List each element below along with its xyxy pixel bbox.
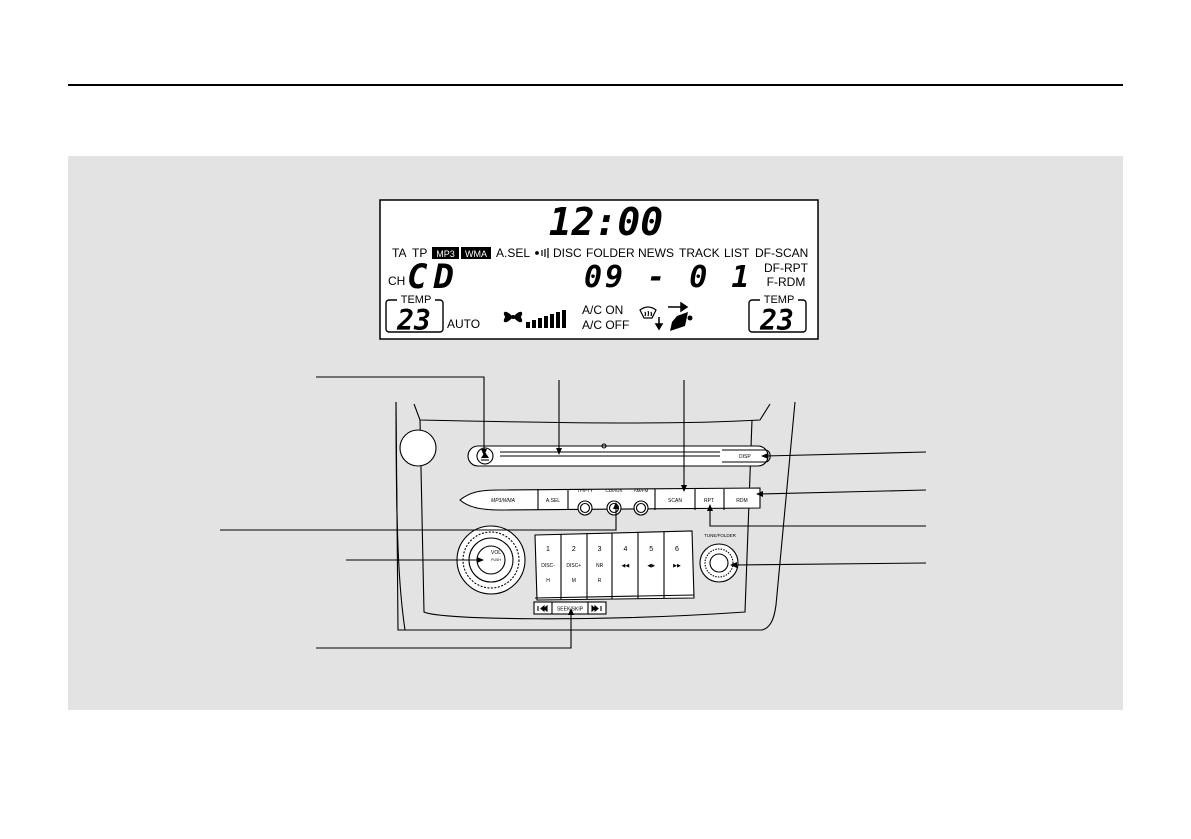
ch-label: CH bbox=[388, 274, 405, 288]
scan-button[interactable]: SCAN bbox=[668, 498, 682, 504]
ac-off-indicator: A/C OFF bbox=[582, 318, 629, 332]
indicator-list: LIST bbox=[724, 246, 750, 260]
preset-5-button[interactable]: 5 bbox=[649, 546, 653, 553]
preset-2-button[interactable]: 2 bbox=[572, 546, 576, 553]
am-fm-label: AM/FM bbox=[634, 488, 649, 493]
header-rule bbox=[68, 84, 1123, 86]
preset-1-sublabel2: H bbox=[546, 578, 550, 584]
callout-rdm bbox=[759, 489, 927, 495]
preset-3-sublabel: NR bbox=[596, 563, 604, 569]
preset-4-button[interactable]: 4 bbox=[623, 546, 627, 553]
callout-eject bbox=[316, 376, 485, 452]
callout-arrowheads bbox=[477, 448, 768, 615]
callout-lines bbox=[220, 376, 927, 649]
preset-1-button[interactable]: 1 bbox=[546, 546, 550, 553]
mp3-wma-label: MP3/WMA bbox=[491, 498, 516, 504]
callout-rpt bbox=[709, 508, 926, 527]
indicator-mp3: MP3 bbox=[436, 249, 455, 259]
lcd-display: 12:00 TA TP MP3 WMA A.SEL DISC FOLDER NE… bbox=[379, 199, 819, 340]
temp-label-right: TEMP bbox=[764, 294, 795, 306]
preset-2-sublabel2: M bbox=[572, 578, 576, 584]
indicator-tp: TP bbox=[412, 246, 427, 260]
indicator-track: TRACK bbox=[679, 246, 720, 260]
temp-readout-right: 23 bbox=[759, 304, 794, 337]
seek-skip-label: SEEK/SKIP bbox=[557, 607, 584, 613]
indicator-wma: WMA bbox=[465, 249, 487, 259]
preset-6-sublabel: ▶▶ bbox=[673, 563, 681, 569]
indicator-news: NEWS bbox=[638, 246, 674, 260]
tp-pty-label: TP/PTY bbox=[577, 488, 593, 493]
defrost-icon bbox=[639, 306, 657, 319]
fan-level-bars bbox=[526, 310, 566, 328]
callout-cd-aux bbox=[220, 506, 617, 531]
temp-readout-left: 23 bbox=[396, 304, 431, 337]
tune-folder-knob[interactable] bbox=[699, 543, 739, 583]
asel-button[interactable]: A.SEL bbox=[546, 498, 560, 504]
indicator-folder: FOLDER bbox=[586, 246, 635, 260]
auto-indicator: AUTO bbox=[447, 317, 480, 331]
tune-folder-label: TUNE/FOLDER bbox=[704, 533, 737, 538]
indicator-asel: A.SEL bbox=[496, 246, 530, 260]
air-vent bbox=[399, 429, 437, 467]
preset-6-button[interactable]: 6 bbox=[675, 546, 679, 553]
ac-on-indicator: A/C ON bbox=[582, 303, 623, 317]
preset-3-button[interactable]: 3 bbox=[598, 546, 602, 553]
preset-3-sublabel2: R bbox=[598, 578, 602, 584]
temp-label-left: TEMP bbox=[401, 294, 432, 306]
preset-4-sublabel: ◀◀ bbox=[622, 563, 630, 569]
audio-head-unit: DISP MP3/WMA A.SEL SCAN RPT RDM TP/PTY C… bbox=[395, 401, 796, 631]
callout-seek bbox=[316, 612, 572, 649]
clock-readout: 12:00 bbox=[549, 200, 663, 244]
callout-tune bbox=[733, 562, 927, 566]
indicator-disc: DISC bbox=[553, 246, 582, 260]
indicator-f-rdm: F-RDM bbox=[767, 275, 806, 289]
source-readout: CD bbox=[407, 257, 460, 297]
track-readout: 09 - 0 1 bbox=[584, 260, 753, 295]
tp-pty-button[interactable] bbox=[577, 500, 593, 516]
eject-button[interactable] bbox=[476, 447, 494, 465]
disp-label: DISP bbox=[739, 454, 751, 460]
indicator-df-rpt: DF-RPT bbox=[764, 261, 809, 275]
preset-1-sublabel: DISC- bbox=[541, 563, 555, 569]
airflow-seat-icon bbox=[654, 301, 693, 331]
rpt-button[interactable]: RPT bbox=[704, 498, 714, 504]
rdm-button[interactable]: RDM bbox=[736, 498, 747, 504]
indicator-df-scan: DF-SCAN bbox=[755, 246, 808, 260]
fan-icon bbox=[503, 311, 523, 323]
indicator-ta: TA bbox=[392, 246, 406, 260]
push-label: PUSH bbox=[491, 558, 501, 562]
broadcast-icon bbox=[535, 248, 549, 258]
preset-5-sublabel: ◀▶ bbox=[647, 563, 655, 569]
preset-2-sublabel: DISC+ bbox=[566, 563, 581, 569]
am-fm-button[interactable] bbox=[633, 500, 649, 516]
volume-knob[interactable] bbox=[456, 525, 526, 595]
vol-label: VOL bbox=[491, 550, 501, 556]
callout-disp bbox=[764, 451, 927, 457]
cd-aux-label: CD/AUX bbox=[605, 488, 622, 493]
